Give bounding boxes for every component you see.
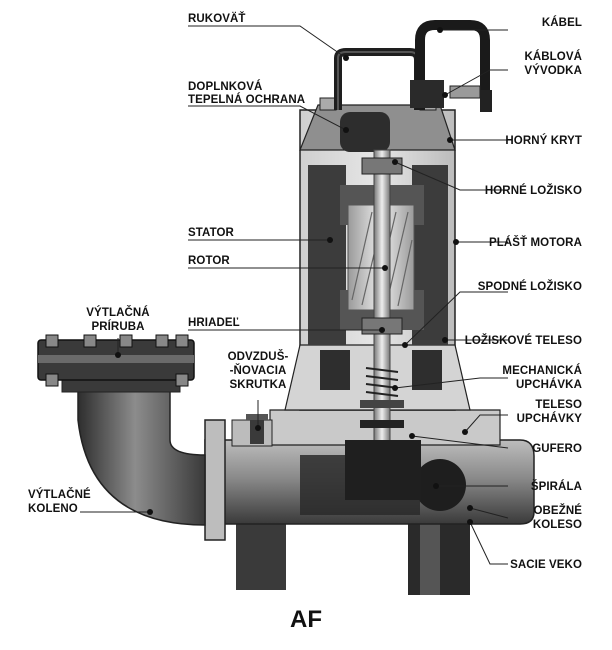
label-horne-lozisko: HORNÉ LOŽISKO	[485, 184, 582, 197]
label-gufero: GUFERO	[532, 443, 582, 455]
label-teleso-line2: UPCHÁVKY	[517, 412, 583, 425]
label-kabel: KÁBEL	[542, 16, 582, 29]
label-vytlacne-koleno-line1: VÝTLAČNÉ	[28, 488, 91, 501]
mechanical-seal	[365, 367, 399, 397]
label-doplnkova-line1: DOPLNKOVÁ	[188, 80, 262, 93]
label-kablova-line1: KÁBLOVÁ	[524, 50, 582, 63]
stator-left	[308, 165, 346, 345]
label-obezne-line2: KOLESO	[533, 519, 582, 531]
label-spodne-lozisko: SPODNÉ LOŽISKO	[478, 280, 582, 293]
label-stator: STATOR	[188, 227, 235, 239]
label-mech-line1: MECHANICKÁ	[502, 364, 582, 377]
label-vytlacna-priruba-line2: PRÍRUBA	[91, 320, 144, 333]
pump-stand	[236, 520, 286, 590]
label-loziskove-teleso: LOŽISKOVÉ TELESO	[465, 334, 582, 347]
label-kablova-line2: VÝVODKA	[524, 64, 582, 77]
label-mech-line2: UPCHÁVKA	[516, 378, 582, 391]
handle	[334, 48, 422, 110]
label-sacie-veko: SACIE VEKO	[510, 559, 582, 571]
label-rukovat: RUKOVÄŤ	[188, 12, 246, 25]
labels-right: KÁBEL KÁBLOVÁ VÝVODKA HORNÝ KRYT HORNÉ L…	[465, 16, 582, 571]
cable	[415, 20, 490, 110]
labels-left: RUKOVÄŤ DOPLNKOVÁ TEPELNÁ OCHRANA STATOR…	[28, 12, 305, 515]
air-bleed-screw	[250, 418, 264, 444]
discharge-elbow	[77, 379, 206, 526]
label-vytlacne-koleno-line2: KOLENO	[28, 503, 78, 515]
label-doplnkova-line2: TEPELNÁ OCHRANA	[188, 93, 305, 106]
volute-outlet	[414, 459, 466, 511]
label-odvzdus-line1: ODVZDUŠ-	[228, 350, 289, 363]
label-spirala: ŠPIRÁLA	[531, 480, 582, 493]
label-rotor: ROTOR	[188, 255, 230, 267]
label-obezne-line1: OBEŽNÉ	[533, 504, 582, 517]
impeller	[345, 440, 421, 500]
label-teleso-line1: TELESO	[535, 399, 582, 411]
figure-title: AF	[290, 606, 322, 633]
flange-bolts	[45, 334, 189, 387]
leader-lines	[80, 25, 509, 565]
label-hriadel: HRIADEĽ	[188, 317, 240, 329]
label-horny-kryt: HORNÝ KRYT	[505, 134, 582, 147]
label-odvzdus-line3: SKRUTKA	[230, 379, 287, 391]
pump-illustration	[37, 20, 535, 595]
label-plast-motora: PLÁŠŤ MOTORA	[489, 236, 582, 249]
label-vytlacna-priruba-line1: VÝTLAČNÁ	[86, 306, 149, 319]
label-odvzdus-line2: -ŇOVACIA	[230, 364, 287, 377]
cable-gland	[410, 80, 444, 108]
